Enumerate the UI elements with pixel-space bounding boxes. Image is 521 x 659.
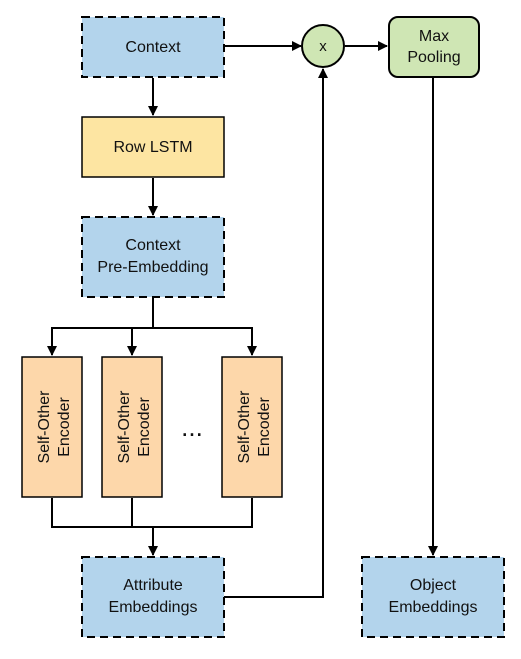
encoder-n-label-line-1: Self-Other: [236, 390, 253, 464]
context-node: Context: [81, 16, 225, 78]
object-embeddings-node: Object Embeddings: [361, 556, 505, 638]
encoder-1-label-line-2: Encoder: [56, 397, 73, 457]
encoder-1-box: [21, 356, 83, 498]
row-lstm-node: Row LSTM: [81, 116, 225, 178]
attribute-embeddings-box: [81, 556, 225, 638]
self-other-encoder-n: Self-Other Encoder: [221, 356, 283, 498]
multiply-label: x: [319, 38, 327, 55]
max-pooling-label-line-2: Pooling: [407, 49, 460, 66]
max-pooling-node: Max Pooling: [388, 16, 480, 78]
encoder-2-label-line-1: Self-Other: [116, 390, 133, 464]
attribute-embeddings-label-line-2: Embeddings: [109, 599, 198, 616]
context-pre-embedding-label-line-2: Pre-Embedding: [97, 259, 208, 276]
context-pre-embedding-box: [81, 216, 225, 298]
multiply-circle: [301, 24, 345, 68]
encoder-n-box: [221, 356, 283, 498]
context-pre-embedding-node: Context Pre-Embedding: [81, 216, 225, 298]
row-lstm-label: Row LSTM: [113, 139, 192, 156]
encoder-2-label-line-2: Encoder: [136, 397, 153, 457]
self-other-encoder-2: Self-Other Encoder: [101, 356, 163, 498]
edge-attribute-to-multiply: [224, 68, 328, 598]
row-lstm-box: [81, 116, 225, 178]
multiply-node: x: [301, 24, 345, 68]
object-embeddings-box: [361, 556, 505, 638]
attribute-embeddings-node: Attribute Embeddings: [81, 556, 225, 638]
max-pooling-box: [388, 16, 480, 78]
max-pooling-label-line-1: Max: [419, 28, 449, 45]
edge-pre-embedding-branch: [47, 298, 154, 356]
encoder-2-box: [101, 356, 163, 498]
context-box: [81, 16, 225, 78]
self-other-encoder-1: Self-Other Encoder: [21, 356, 83, 498]
encoder-n-label-line-2: Encoder: [256, 397, 273, 457]
edge-encoders-merge: [51, 498, 253, 528]
object-embeddings-label-line-1: Object: [410, 577, 457, 594]
edges: [47, 41, 438, 598]
encoders-ellipsis: ...: [181, 412, 203, 442]
context-pre-embedding-label-line-1: Context: [125, 237, 181, 254]
object-embeddings-label-line-2: Embeddings: [389, 599, 478, 616]
edge-branch-to-encoder-n: [153, 327, 253, 355]
attribute-embeddings-label-line-1: Attribute: [123, 577, 183, 594]
encoder-1-label-line-1: Self-Other: [36, 390, 53, 464]
context-label: Context: [125, 39, 181, 56]
